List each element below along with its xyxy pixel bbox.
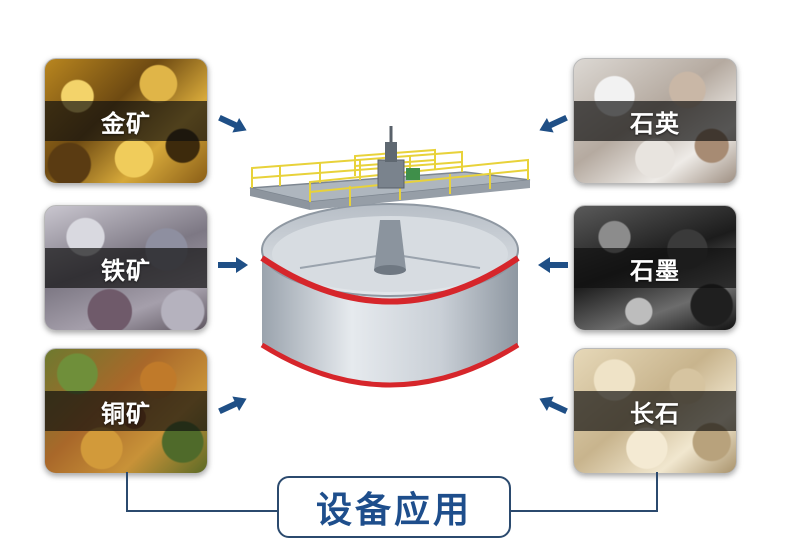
center-column: [374, 220, 406, 270]
arrow-icon: [218, 396, 247, 415]
mineral-tile-feldspar: 长石: [573, 348, 737, 474]
mineral-label-graphite: 石墨: [630, 256, 680, 285]
arrow-icon: [538, 257, 568, 273]
label-band: 铜矿: [45, 391, 207, 431]
tank-upper-band: [260, 255, 520, 305]
motor: [406, 168, 420, 180]
drive-unit: [377, 159, 405, 189]
label-band: 石墨: [574, 248, 736, 288]
footer-title-box: 设备应用: [277, 476, 511, 538]
mineral-tile-copper: 铜矿: [44, 348, 208, 474]
thickener-tank-illustration: [249, 126, 531, 388]
mineral-tile-iron: 铁矿: [44, 205, 208, 331]
mineral-label-copper: 铜矿: [101, 399, 151, 428]
label-band: 铁矿: [45, 248, 207, 288]
arrow-icon: [539, 114, 568, 133]
mineral-label-feldspar: 长石: [630, 399, 680, 428]
mineral-tile-gold: 金矿: [44, 58, 208, 184]
tank-bottom-band: [260, 342, 520, 388]
page-title: 设备应用: [315, 490, 472, 531]
arrow-icon: [218, 257, 248, 273]
mineral-label-gold: 金矿: [101, 109, 151, 138]
mineral-tile-graphite: 石墨: [573, 205, 737, 331]
mineral-label-quartz: 石英: [630, 109, 680, 138]
label-band: 石英: [574, 101, 736, 141]
mineral-label-iron: 铁矿: [101, 256, 151, 285]
label-band: 金矿: [45, 101, 207, 141]
arrow-icon: [218, 114, 247, 133]
mineral-tile-quartz: 石英: [573, 58, 737, 184]
label-band: 长石: [574, 391, 736, 431]
arrow-icon: [539, 396, 568, 415]
